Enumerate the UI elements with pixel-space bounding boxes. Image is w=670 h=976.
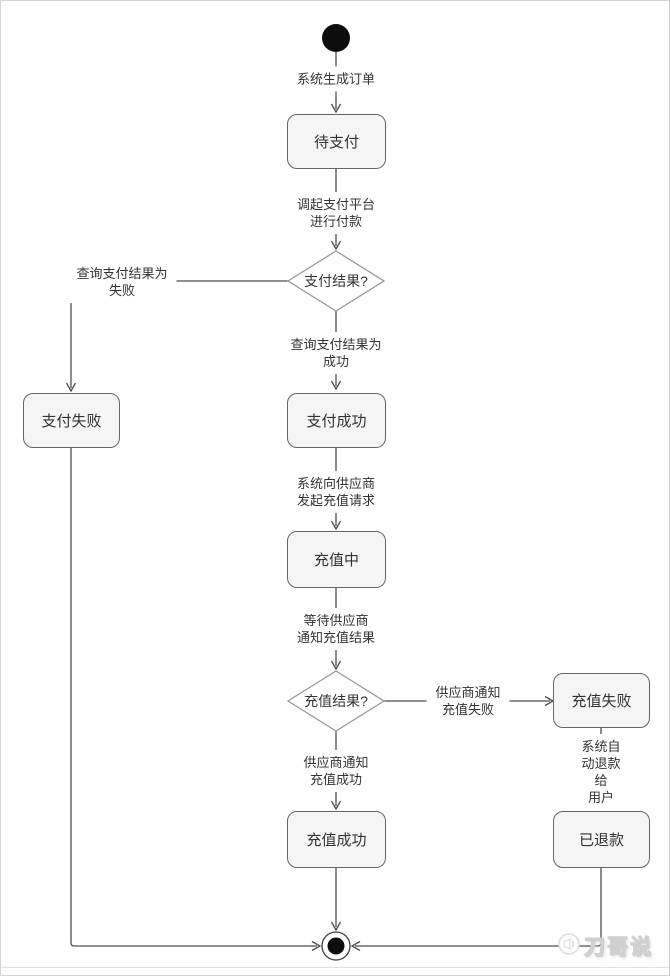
watermark: 刀哥说 xyxy=(557,931,653,961)
decision-recharge-result-label: 充值结果? xyxy=(304,693,368,709)
page-bottom-divider xyxy=(1,967,669,968)
edge-label-order-created: 系统生成订单 xyxy=(287,66,385,92)
start-node xyxy=(322,24,350,52)
decision-recharge-result-shape xyxy=(286,670,386,732)
edge-label-auto-refund: 系统自动退款给 用户 xyxy=(567,734,635,810)
decision-payment-result-shape xyxy=(286,250,386,312)
state-recharge-success: 充值成功 xyxy=(287,811,386,868)
state-recharging: 充值中 xyxy=(287,531,386,588)
edge-recharge-success-to-end xyxy=(330,868,342,932)
end-node xyxy=(321,931,351,961)
state-pending-payment: 待支付 xyxy=(287,114,386,169)
edge-label-send-recharge: 系统向供应商 发起充值请求 xyxy=(287,471,385,513)
edge-label-query-failed: 查询支付结果为 失败 xyxy=(67,261,177,303)
state-payment-success: 支付成功 xyxy=(287,393,386,448)
watermark-text: 刀哥说 xyxy=(584,936,653,960)
edge-refunded-to-end xyxy=(350,868,602,952)
decision-payment-result-label: 支付结果? xyxy=(304,273,368,289)
edge-payment-failed-to-end xyxy=(70,448,322,952)
edge-label-wait-notify: 等待供应商 通知充值结果 xyxy=(287,608,385,650)
state-recharge-failed: 充值失败 xyxy=(553,673,650,728)
edge-label-notify-failed: 供应商通知 充值失败 xyxy=(426,680,510,722)
edge-label-notify-success: 供应商通知 充值成功 xyxy=(294,750,378,792)
edge-label-query-success: 查询支付结果为 成功 xyxy=(281,332,391,374)
state-refunded: 已退款 xyxy=(553,811,650,868)
state-payment-failed: 支付失败 xyxy=(23,393,120,448)
edge-label-invoke-payment: 调起支付平台 进行付款 xyxy=(287,192,385,234)
megaphone-icon xyxy=(557,932,581,961)
